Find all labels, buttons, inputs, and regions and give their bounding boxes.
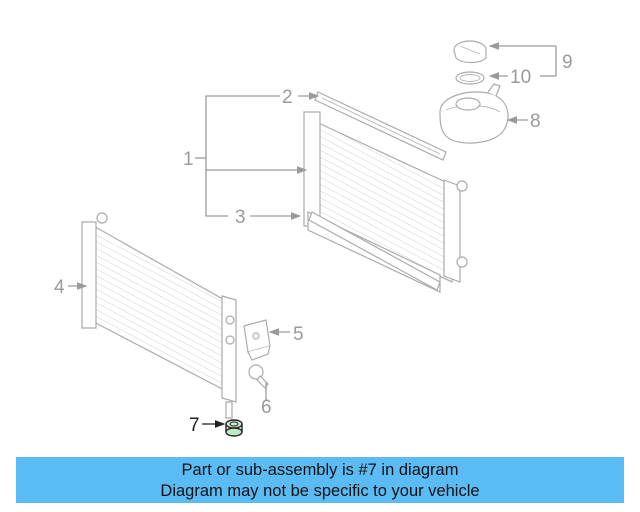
tank-cap [453, 40, 487, 64]
callout-4: 4 [54, 277, 65, 298]
callout-3: 3 [235, 207, 246, 228]
callout-2: 2 [282, 87, 293, 108]
expansion-tank [439, 83, 509, 144]
parts-diagram: 1 2 3 4 5 6 7 8 9 10 [54, 40, 573, 437]
callout-7: 7 [189, 415, 200, 436]
drain-plug-part-7 [225, 419, 243, 437]
callout-1: 1 [183, 149, 194, 170]
callout-5: 5 [293, 324, 304, 345]
callout-6: 6 [261, 397, 272, 418]
radiator-main [81, 212, 237, 419]
leader-lines [68, 42, 557, 428]
callout-9: 9 [562, 52, 573, 73]
info-banner: Part or sub-assembly is #7 in diagram Di… [16, 457, 624, 503]
banner-line-part: Part or sub-assembly is #7 in diagram [181, 461, 459, 479]
radiator-upper [303, 111, 468, 293]
seal-strip-lower [308, 211, 441, 291]
bolt [248, 364, 269, 389]
callout-8: 8 [530, 111, 541, 132]
seal-ring [455, 71, 485, 85]
banner-line-disclaimer: Diagram may not be specific to your vehi… [160, 482, 480, 500]
bracket [243, 319, 271, 361]
callout-10: 10 [510, 67, 531, 88]
